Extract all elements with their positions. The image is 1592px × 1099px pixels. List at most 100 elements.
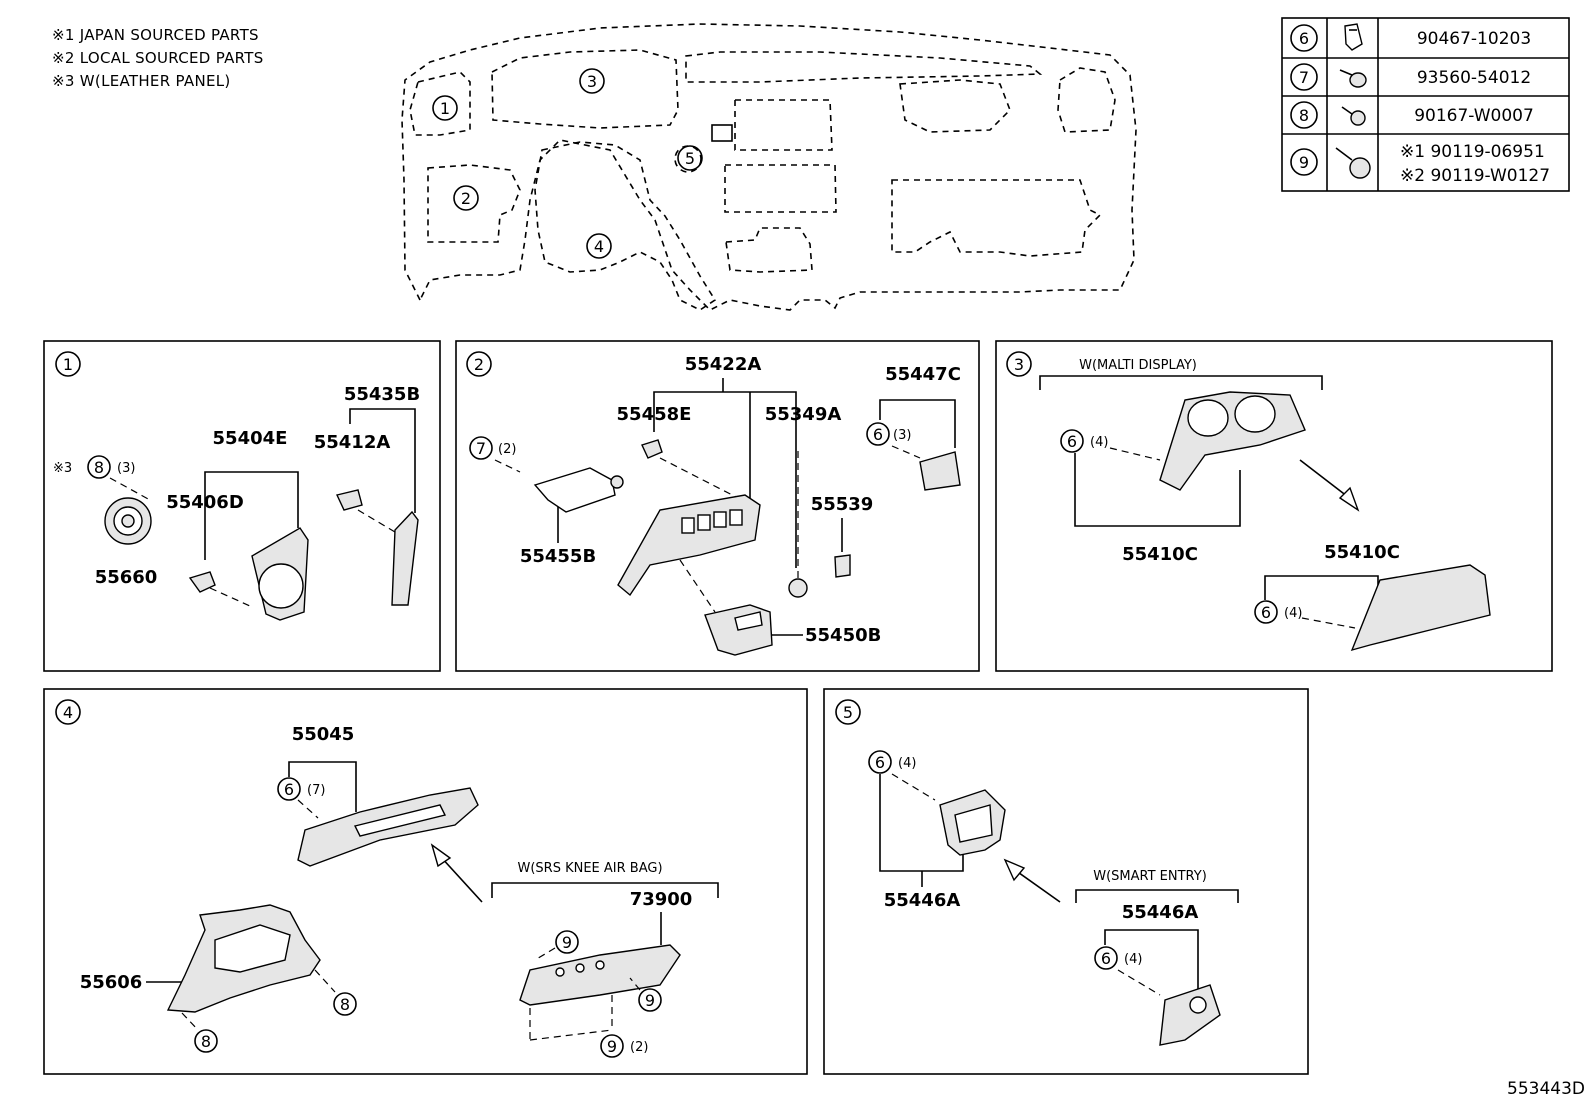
- drawing-id: 553443D: [1507, 1079, 1585, 1099]
- panel-5: 5 6 (4) 55446A W(SMART ENTRY) 55446A 6 (…: [835, 699, 1239, 1046]
- panel-1: 1 55435B 55404E 55412A 55406D 55660 ※3 8…: [53, 351, 420, 621]
- part-55446A-b: 55446A: [1122, 902, 1199, 923]
- svg-text:7: 7: [476, 439, 486, 458]
- part-55606: 55606: [80, 972, 143, 993]
- part-55422A: 55422A: [685, 354, 762, 375]
- svg-text:5: 5: [685, 149, 695, 168]
- panel-3-frame: [995, 340, 1553, 672]
- svg-text:8: 8: [340, 995, 350, 1014]
- panel-3-id: 3: [1014, 355, 1024, 374]
- svg-text:(2): (2): [630, 1040, 648, 1055]
- panel-2-frame: [455, 340, 980, 672]
- svg-text:2: 2: [461, 189, 471, 208]
- legend-row-9: 9 ※1 90119-06951 ※2 90119-W0127: [1290, 142, 1550, 186]
- svg-text:6: 6: [873, 425, 883, 444]
- panel-1-frame: [43, 340, 441, 672]
- svg-text:9: 9: [1299, 153, 1309, 172]
- overview-label-3: 3: [579, 68, 605, 94]
- part-55435B: 55435B: [344, 384, 420, 405]
- svg-text:8: 8: [94, 458, 104, 477]
- svg-text:(3): (3): [117, 461, 135, 476]
- part-55410C-a: 55410C: [1122, 544, 1198, 565]
- svg-text:(3): (3): [893, 428, 911, 443]
- part-55458E: 55458E: [617, 404, 692, 425]
- speaker-grille-part: [251, 527, 309, 621]
- panel-5-frame: [823, 688, 1309, 1075]
- part-55539: 55539: [811, 494, 874, 515]
- overview-labels: 1 2 3 4 5: [432, 68, 703, 259]
- svg-text:6: 6: [875, 753, 885, 772]
- legend-part-9a: ※1 90119-06951: [1400, 142, 1545, 162]
- panel-4: 4 55045 6 (7) W(SRS KNEE AIR BAG) 73900 …: [55, 699, 719, 1058]
- overview-label-1: 1: [432, 95, 458, 121]
- svg-text:(4): (4): [898, 756, 916, 771]
- switch-bezel-part: [939, 789, 1006, 856]
- part-55450B: 55450B: [805, 625, 881, 646]
- panel-3: 3 W(MALTI DISPLAY) 6 (4) 55410C 55410C 6…: [1006, 351, 1491, 652]
- svg-text:1: 1: [440, 99, 450, 118]
- meter-hood-part: [1159, 391, 1306, 491]
- svg-text:6: 6: [284, 780, 294, 799]
- arrow-icon: [1299, 459, 1360, 512]
- arrow-icon: [430, 843, 483, 903]
- svg-text:9: 9: [607, 1037, 617, 1056]
- trim-part: [919, 451, 961, 491]
- clip-part: [188, 571, 216, 593]
- svg-text:8: 8: [201, 1032, 211, 1051]
- svg-text:(4): (4): [1284, 606, 1302, 621]
- part-55446A-a: 55446A: [884, 890, 961, 911]
- part-55447C: 55447C: [885, 364, 961, 385]
- legend-part-7: 93560-54012: [1417, 68, 1531, 88]
- clip-part: [641, 439, 663, 459]
- note-japan: ※1 JAPAN SOURCED PARTS: [52, 26, 259, 44]
- panel-5-id: 5: [843, 703, 853, 722]
- dashboard-overview: [401, 23, 1137, 311]
- panel-1-id: 1: [63, 355, 73, 374]
- pillar-trim-part: [391, 510, 419, 606]
- knee-panel-part: [297, 787, 479, 867]
- note-leather: ※3 W(LEATHER PANEL): [52, 72, 231, 90]
- overview-label-2: 2: [453, 185, 479, 211]
- svg-text:7: 7: [1299, 68, 1309, 87]
- svg-text:4: 4: [594, 237, 604, 256]
- cap-part: [834, 554, 851, 578]
- clip-icon: [1344, 23, 1363, 51]
- svg-text:6: 6: [1067, 432, 1077, 451]
- fastener-8-prefix: ※3: [53, 461, 72, 476]
- svg-text:6: 6: [1101, 949, 1111, 968]
- clip-part: [336, 489, 363, 511]
- part-55045: 55045: [292, 724, 355, 745]
- panel-4-id: 4: [63, 703, 73, 722]
- screw-icon: [1341, 106, 1366, 126]
- switch-cover-part: [1159, 984, 1221, 1046]
- svg-text:8: 8: [1299, 106, 1309, 125]
- panel-4-caption: W(SRS KNEE AIR BAG): [517, 861, 662, 876]
- svg-text:9: 9: [562, 933, 572, 952]
- legend-part-8: 90167-W0007: [1414, 106, 1534, 126]
- legend-row-6: 6 90467-10203: [1290, 23, 1531, 52]
- part-55660: 55660: [95, 567, 158, 588]
- panel-5-caption: W(SMART ENTRY): [1093, 869, 1207, 884]
- panel-2-id: 2: [474, 355, 484, 374]
- part-55406D: 55406D: [166, 492, 244, 513]
- note-local: ※2 LOCAL SOURCED PARTS: [52, 49, 264, 67]
- bracket-part: [533, 467, 616, 513]
- meter-hood-part: [1350, 564, 1491, 652]
- pocket-part: [704, 604, 773, 656]
- screw-icon: [1339, 69, 1367, 88]
- lower-panel-part: [617, 494, 761, 597]
- panel-4-frame: [43, 688, 808, 1075]
- part-55455B: 55455B: [520, 546, 596, 567]
- svg-text:6: 6: [1261, 603, 1271, 622]
- part-73900: 73900: [630, 889, 693, 910]
- arrow-icon: [1003, 858, 1061, 903]
- bolt-icon: [1335, 147, 1371, 179]
- overview-label-5: 5: [677, 145, 703, 171]
- clip-part: [788, 578, 808, 598]
- speaker-icon: [104, 497, 152, 545]
- under-cover-part: [166, 904, 321, 1013]
- legend-table: 6 90467-10203 7 93560-54012 8 90167-W000: [1281, 17, 1570, 192]
- part-55349A: 55349A: [765, 404, 842, 425]
- overview-label-4: 4: [586, 233, 612, 259]
